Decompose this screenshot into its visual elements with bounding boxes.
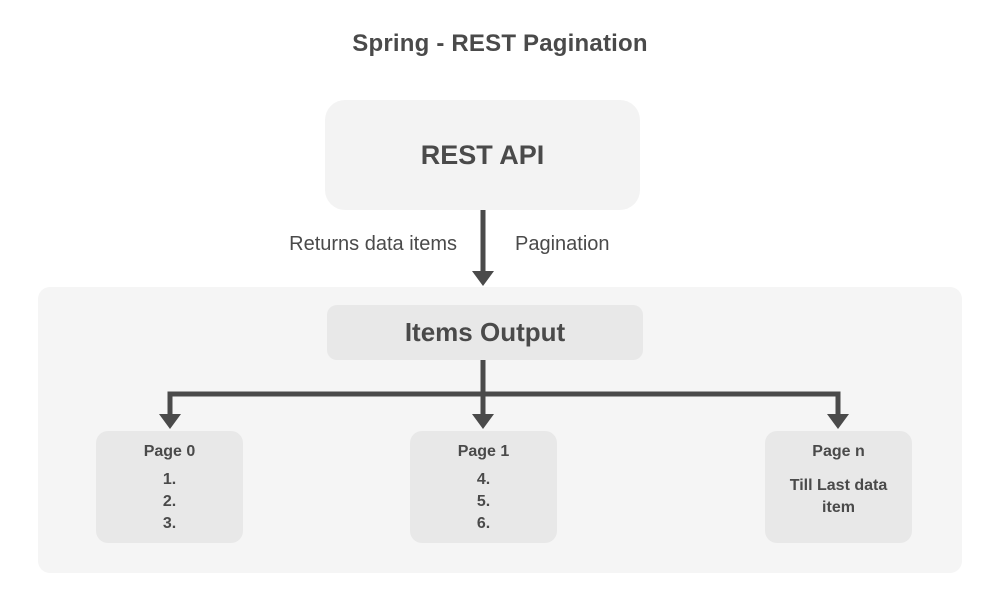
- page-1-title: Page 1: [457, 443, 510, 460]
- page-0-items: 1. 2. 3.: [96, 469, 243, 535]
- page-1-item: 6.: [476, 515, 491, 532]
- page-1-item: 5.: [476, 493, 491, 510]
- items-output-label: Items Output: [404, 317, 566, 347]
- page-1-node: Page 1 4. 5. 6.: [410, 431, 557, 543]
- arrow-rest-api-to-output: [472, 210, 494, 286]
- page-n-note: Till Last data item: [789, 477, 888, 516]
- rest-api-node: REST API: [325, 100, 640, 210]
- page-0-item: 1.: [162, 471, 177, 488]
- rest-api-label: REST API: [420, 139, 545, 170]
- flow-label-pagination: Pagination: [515, 233, 610, 255]
- page-1-item: 4.: [476, 471, 491, 488]
- page-0-item: 2.: [162, 493, 177, 510]
- page-0-item: 3.: [162, 515, 177, 532]
- page-0-title: Page 0: [143, 443, 196, 460]
- page-1-items: 4. 5. 6.: [410, 469, 557, 535]
- page-n-node: Page n Till Last data item: [765, 431, 912, 543]
- flow-label-returns-data-items: Returns data items: [289, 233, 457, 255]
- page-0-node: Page 0 1. 2. 3.: [96, 431, 243, 543]
- items-output-node: Items Output: [327, 305, 643, 360]
- diagram-title: Spring - REST Pagination: [352, 30, 648, 57]
- page-n-title: Page n: [812, 443, 865, 460]
